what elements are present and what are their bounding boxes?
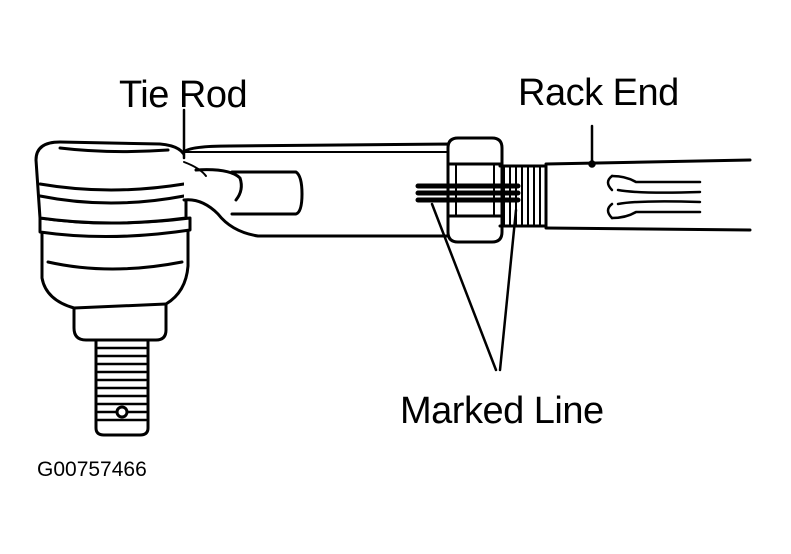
figure-id: G00757466 [37,458,147,481]
rack-end-label: Rack End [518,72,679,114]
tie-rod-label: Tie Rod [119,74,248,116]
marked-line-paint [415,183,521,203]
marked-line-leader-right [498,208,518,372]
marked-line-leader-left [430,202,498,372]
lock-nut [446,136,504,244]
leader-lines [182,108,596,372]
rack-end-threads [498,164,548,228]
tie-rod-body [182,142,454,238]
rack-end-shaft [544,158,752,232]
ball-stud [94,338,150,437]
ball-joint-housing [34,140,192,342]
marked-line-label: Marked Line [400,390,604,432]
